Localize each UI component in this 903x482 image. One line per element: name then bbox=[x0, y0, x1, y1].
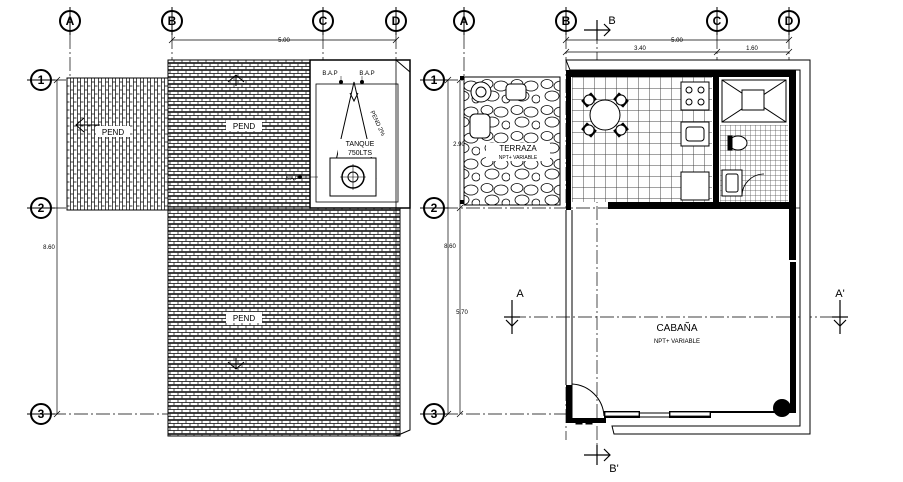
grid-bubble-col-a-right: A bbox=[453, 7, 475, 35]
bathroom-fixtures bbox=[721, 79, 787, 197]
roof-drains bbox=[298, 76, 364, 179]
grid-bubble-col-b-left: B bbox=[161, 7, 183, 35]
dining-table bbox=[581, 92, 629, 138]
grid-label: B bbox=[562, 14, 571, 28]
grid-bubble-row-2-left: 2 bbox=[27, 197, 55, 219]
floor-dim-right: 1.60 bbox=[746, 46, 758, 52]
floor-plan: 5.00 3.40 1.60 8.60 5.70 2.90 TERRAZA NP… bbox=[444, 15, 848, 475]
grid-bubble-row-3-right: 3 bbox=[420, 403, 448, 425]
grid-bubbles: A B C D 1 2 3 bbox=[27, 7, 800, 425]
grid-bubble-row-2-right: 2 bbox=[420, 197, 448, 219]
roof-dimension-side bbox=[53, 76, 61, 418]
slope-arrow-up bbox=[227, 74, 245, 86]
roof-dim-side: 8.60 bbox=[43, 245, 55, 251]
tank-capacity-label: 750LTS bbox=[348, 150, 372, 157]
cabana-label: CABAÑA bbox=[656, 321, 697, 334]
floor-dim-side: 8.60 bbox=[444, 244, 456, 250]
grid-bubble-col-a-left: A bbox=[59, 7, 81, 35]
roof-plan: 5.00 8.60 PEND PEND PEND bbox=[43, 36, 411, 437]
grid-label: B bbox=[168, 14, 177, 28]
pend-left-label: PEND bbox=[102, 128, 124, 137]
pend-lower-label: PEND bbox=[233, 314, 255, 323]
water-tank: TANQUE 750LTS PEND 2% bbox=[329, 81, 386, 197]
grid-bubble-row-1-left: 1 bbox=[27, 69, 55, 91]
section-marker-a-left bbox=[504, 300, 520, 334]
tank-label: TANQUE bbox=[346, 141, 375, 148]
cabana-npt-label: NPT+ VARIABLE bbox=[654, 339, 700, 345]
floor-dim-left: 3.40 bbox=[634, 46, 646, 52]
grid-label: 2 bbox=[431, 201, 438, 215]
roof-dim-total: 5.00 bbox=[278, 38, 290, 44]
section-marker-a-right bbox=[832, 300, 848, 334]
grid-bubble-col-d-left: D bbox=[385, 7, 407, 35]
roof-upper bbox=[167, 59, 311, 209]
grid-bubble-col-d-right: D bbox=[778, 7, 800, 35]
drain-label-3: B.A.P bbox=[286, 176, 299, 182]
grid-label: C bbox=[713, 14, 722, 28]
slope-arrow-down bbox=[227, 358, 245, 370]
terraza-npt-label: NPT+ VARIABLE bbox=[499, 155, 538, 161]
roof-dimension-top bbox=[168, 36, 400, 44]
section-a-right-label: A' bbox=[835, 288, 844, 300]
section-marker-b-top bbox=[584, 20, 611, 40]
grid-label: A bbox=[460, 14, 469, 28]
slope-arrow-left bbox=[75, 117, 100, 133]
floor-dimension-top bbox=[562, 36, 793, 56]
grid-label: 2 bbox=[38, 201, 45, 215]
terraza-label: TERRAZA bbox=[499, 144, 537, 153]
floor-dim-terrace: 2.90 bbox=[453, 142, 465, 148]
windows bbox=[604, 411, 711, 417]
kitchen-counter bbox=[680, 81, 710, 201]
section-marker-b-bottom bbox=[584, 445, 611, 465]
terrace-furniture bbox=[469, 81, 527, 139]
terrace-roof bbox=[66, 77, 170, 211]
grid-label: C bbox=[319, 14, 328, 28]
section-b-bottom-label: B' bbox=[609, 463, 618, 475]
section-b-top-label: B bbox=[608, 15, 615, 27]
grid-label: 1 bbox=[38, 73, 45, 87]
corner-column bbox=[773, 399, 791, 417]
pend-upper-label: PEND bbox=[233, 122, 255, 131]
grid-label: 1 bbox=[431, 73, 438, 87]
roof-lower bbox=[167, 207, 401, 437]
grid-bubble-row-3-left: 3 bbox=[27, 403, 55, 425]
entry-door bbox=[571, 383, 605, 425]
grid-label: 3 bbox=[431, 407, 438, 421]
grid-bubble-col-c-right: C bbox=[706, 7, 728, 35]
section-a-left-label: A bbox=[516, 288, 524, 300]
floor-dim-total: 5.00 bbox=[671, 38, 683, 44]
grid-label: 3 bbox=[38, 407, 45, 421]
grid-bubble-col-c-left: C bbox=[312, 7, 334, 35]
grid-label: D bbox=[785, 14, 794, 28]
grid-bubble-col-b-right: B bbox=[555, 7, 577, 35]
floor-dim-lower: 5.70 bbox=[456, 310, 468, 316]
grid-label: D bbox=[392, 14, 401, 28]
grid-label: A bbox=[66, 14, 75, 28]
grid-bubble-row-1-right: 1 bbox=[420, 69, 448, 91]
drain-label-1: B.A.P bbox=[322, 71, 337, 77]
drain-label-2: B.A.P bbox=[359, 71, 374, 77]
